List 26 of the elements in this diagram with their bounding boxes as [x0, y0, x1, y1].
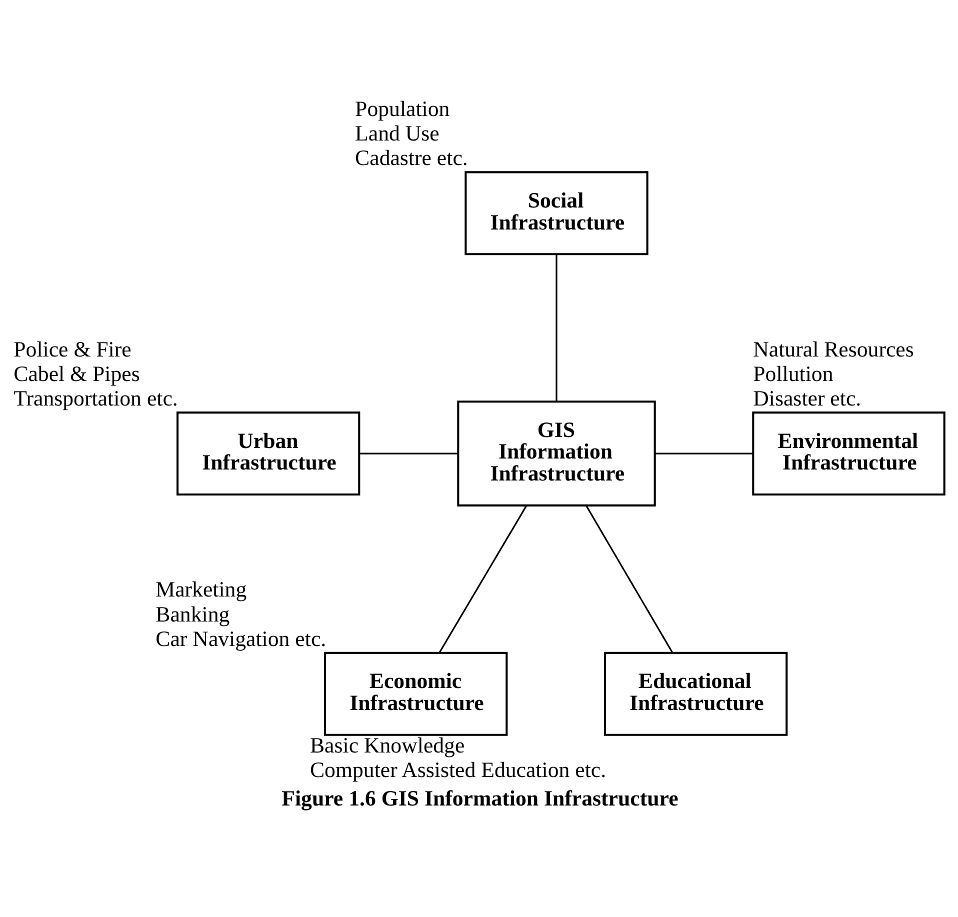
node-label: Police & Fire — [14, 336, 132, 361]
connector — [360, 452, 458, 454]
node-box: Economic Infrastructure — [324, 651, 508, 736]
connector — [556, 254, 558, 401]
node-label: Basic Knowledge — [310, 732, 465, 757]
connector — [586, 504, 674, 653]
node-box: Educational Infrastructure — [604, 651, 788, 736]
node-label: Transportation etc. — [14, 386, 178, 410]
caption: Figure 1.6 GIS Information Infrastructure — [282, 786, 678, 810]
connector — [655, 452, 754, 454]
node-label: Cadastre etc. — [355, 146, 468, 170]
node-label: Car Navigation etc. — [156, 626, 326, 650]
node-label: Natural Resources — [753, 336, 914, 361]
node-label: Marketing — [156, 577, 247, 602]
node-label: Land Use — [355, 121, 440, 146]
node-box: GIS Information Infrastructure — [457, 400, 656, 506]
node-box: Urban Infrastructure — [176, 411, 360, 496]
node-label: Computer Assisted Education etc. — [310, 757, 606, 782]
node-box: Environmental Infrastructure — [752, 411, 946, 496]
node-label: Population — [355, 96, 450, 120]
node-label: Pollution — [753, 361, 834, 386]
node-label: Banking — [156, 602, 230, 626]
connector — [438, 504, 528, 653]
node-label: Cabel & Pipes — [14, 361, 140, 386]
node-label: Disaster etc. — [753, 386, 862, 410]
node-box: Social Infrastructure — [464, 170, 648, 255]
